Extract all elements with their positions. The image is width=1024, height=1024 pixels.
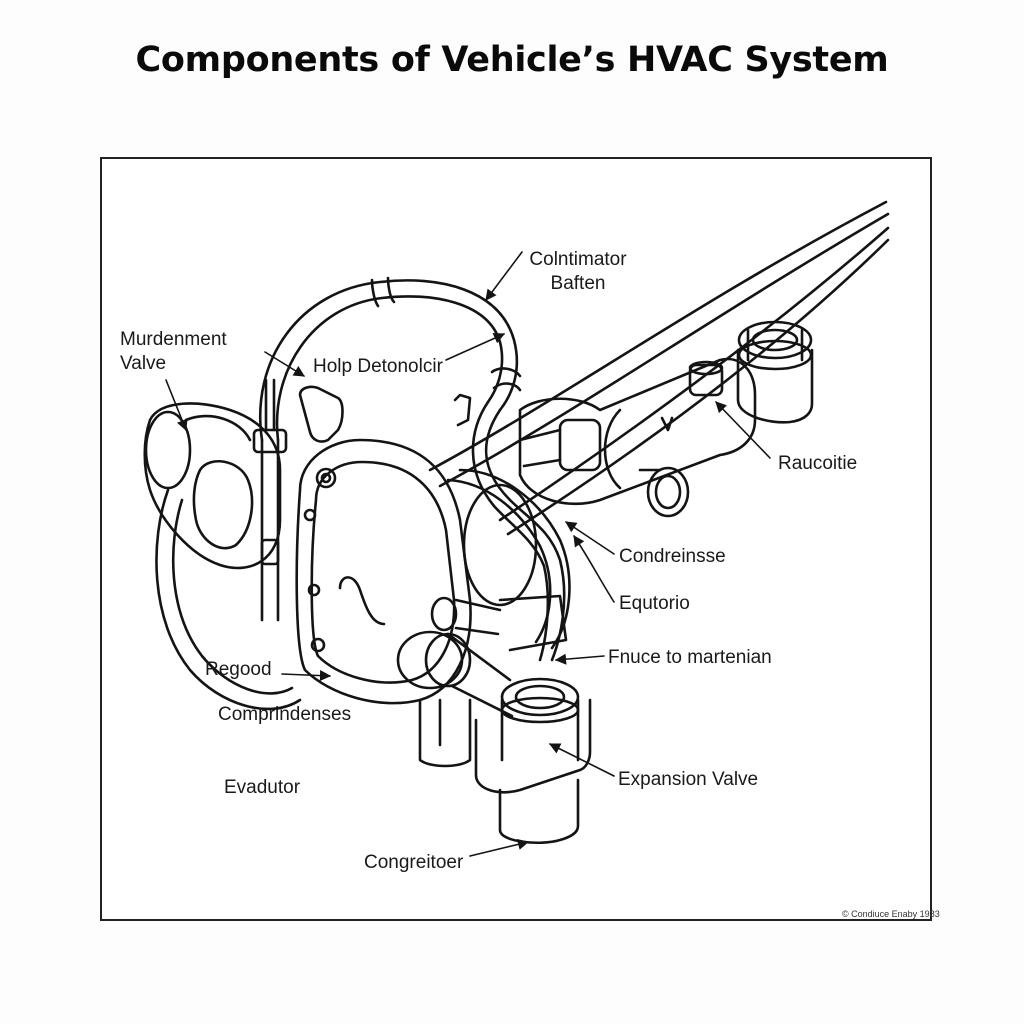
label-equtorio: Equtorio: [619, 593, 690, 614]
label-murdenment-line2: Valve: [120, 353, 167, 374]
label-evadutor: Evadutor: [224, 777, 301, 798]
left-valve: [143, 402, 302, 711]
receiver-cylinder: [474, 677, 592, 845]
label-holp-detonolcir: Holp Detonolcir: [313, 356, 443, 377]
label-expansion-valve: Expansion Valve: [618, 769, 759, 790]
front-pulley: [396, 594, 568, 718]
label-colntimator-line1: Colntimator: [529, 249, 627, 270]
vertical-rod: [252, 378, 288, 622]
label-fnuce: Fnuce to martenian: [608, 647, 772, 668]
label-raucoitie: Raucoitie: [778, 453, 858, 474]
label-comprindenses: Comprindenses: [218, 704, 352, 725]
leader-lines: [165, 251, 771, 857]
label-colntimator: Colntimator Baften: [516, 248, 640, 296]
label-congreitoer: Congreitoer: [364, 852, 464, 873]
label-colntimator-line2: Baften: [550, 273, 606, 294]
bracket: [298, 385, 472, 443]
compressor-housing: [295, 438, 571, 768]
diagram-title: Components of Vehicle’s HVAC System: [135, 40, 889, 80]
label-condreinsse: Condreinsse: [619, 546, 726, 567]
right-accumulator: [518, 357, 757, 518]
label-regood: Regood: [205, 659, 272, 680]
label-murdenment-line1: Murdenment: [120, 329, 227, 350]
top-canister: [736, 320, 814, 424]
diagram-frame: [100, 157, 932, 921]
credit-text: © Condiuce Enaby 1983: [842, 909, 940, 919]
label-murdenment: Murdenment Valve: [120, 328, 227, 376]
